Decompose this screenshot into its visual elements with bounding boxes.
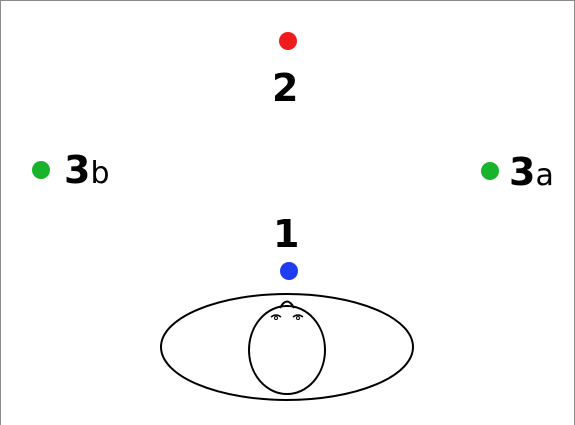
listener-left-eye [270, 314, 282, 318]
listener-head [248, 305, 326, 395]
listener-right-pupil [296, 316, 300, 320]
speaker-2-number: 2 [272, 66, 299, 110]
listener-right-eye [292, 314, 304, 318]
speaker-3b-number: 3 [64, 148, 91, 192]
speaker-1-label: 1 [273, 215, 299, 253]
speaker-3a-number: 3 [509, 150, 536, 194]
speaker-1-number: 1 [273, 212, 300, 256]
speaker-3b-suffix: b [90, 156, 110, 191]
speaker-3a-label: 3a [509, 153, 554, 191]
listener-nose [279, 300, 295, 309]
listener-left-pupil [274, 316, 278, 320]
speaker-2-dot [279, 32, 297, 50]
speaker-3b-dot [32, 161, 50, 179]
listener-head-top-view-icon [160, 293, 414, 401]
speaker-3b-label: 3b [64, 151, 110, 189]
speaker-1-dot [280, 262, 298, 280]
speaker-3a-dot [481, 162, 499, 180]
speaker-3a-suffix: a [535, 158, 554, 193]
speaker-2-label: 2 [272, 69, 298, 107]
